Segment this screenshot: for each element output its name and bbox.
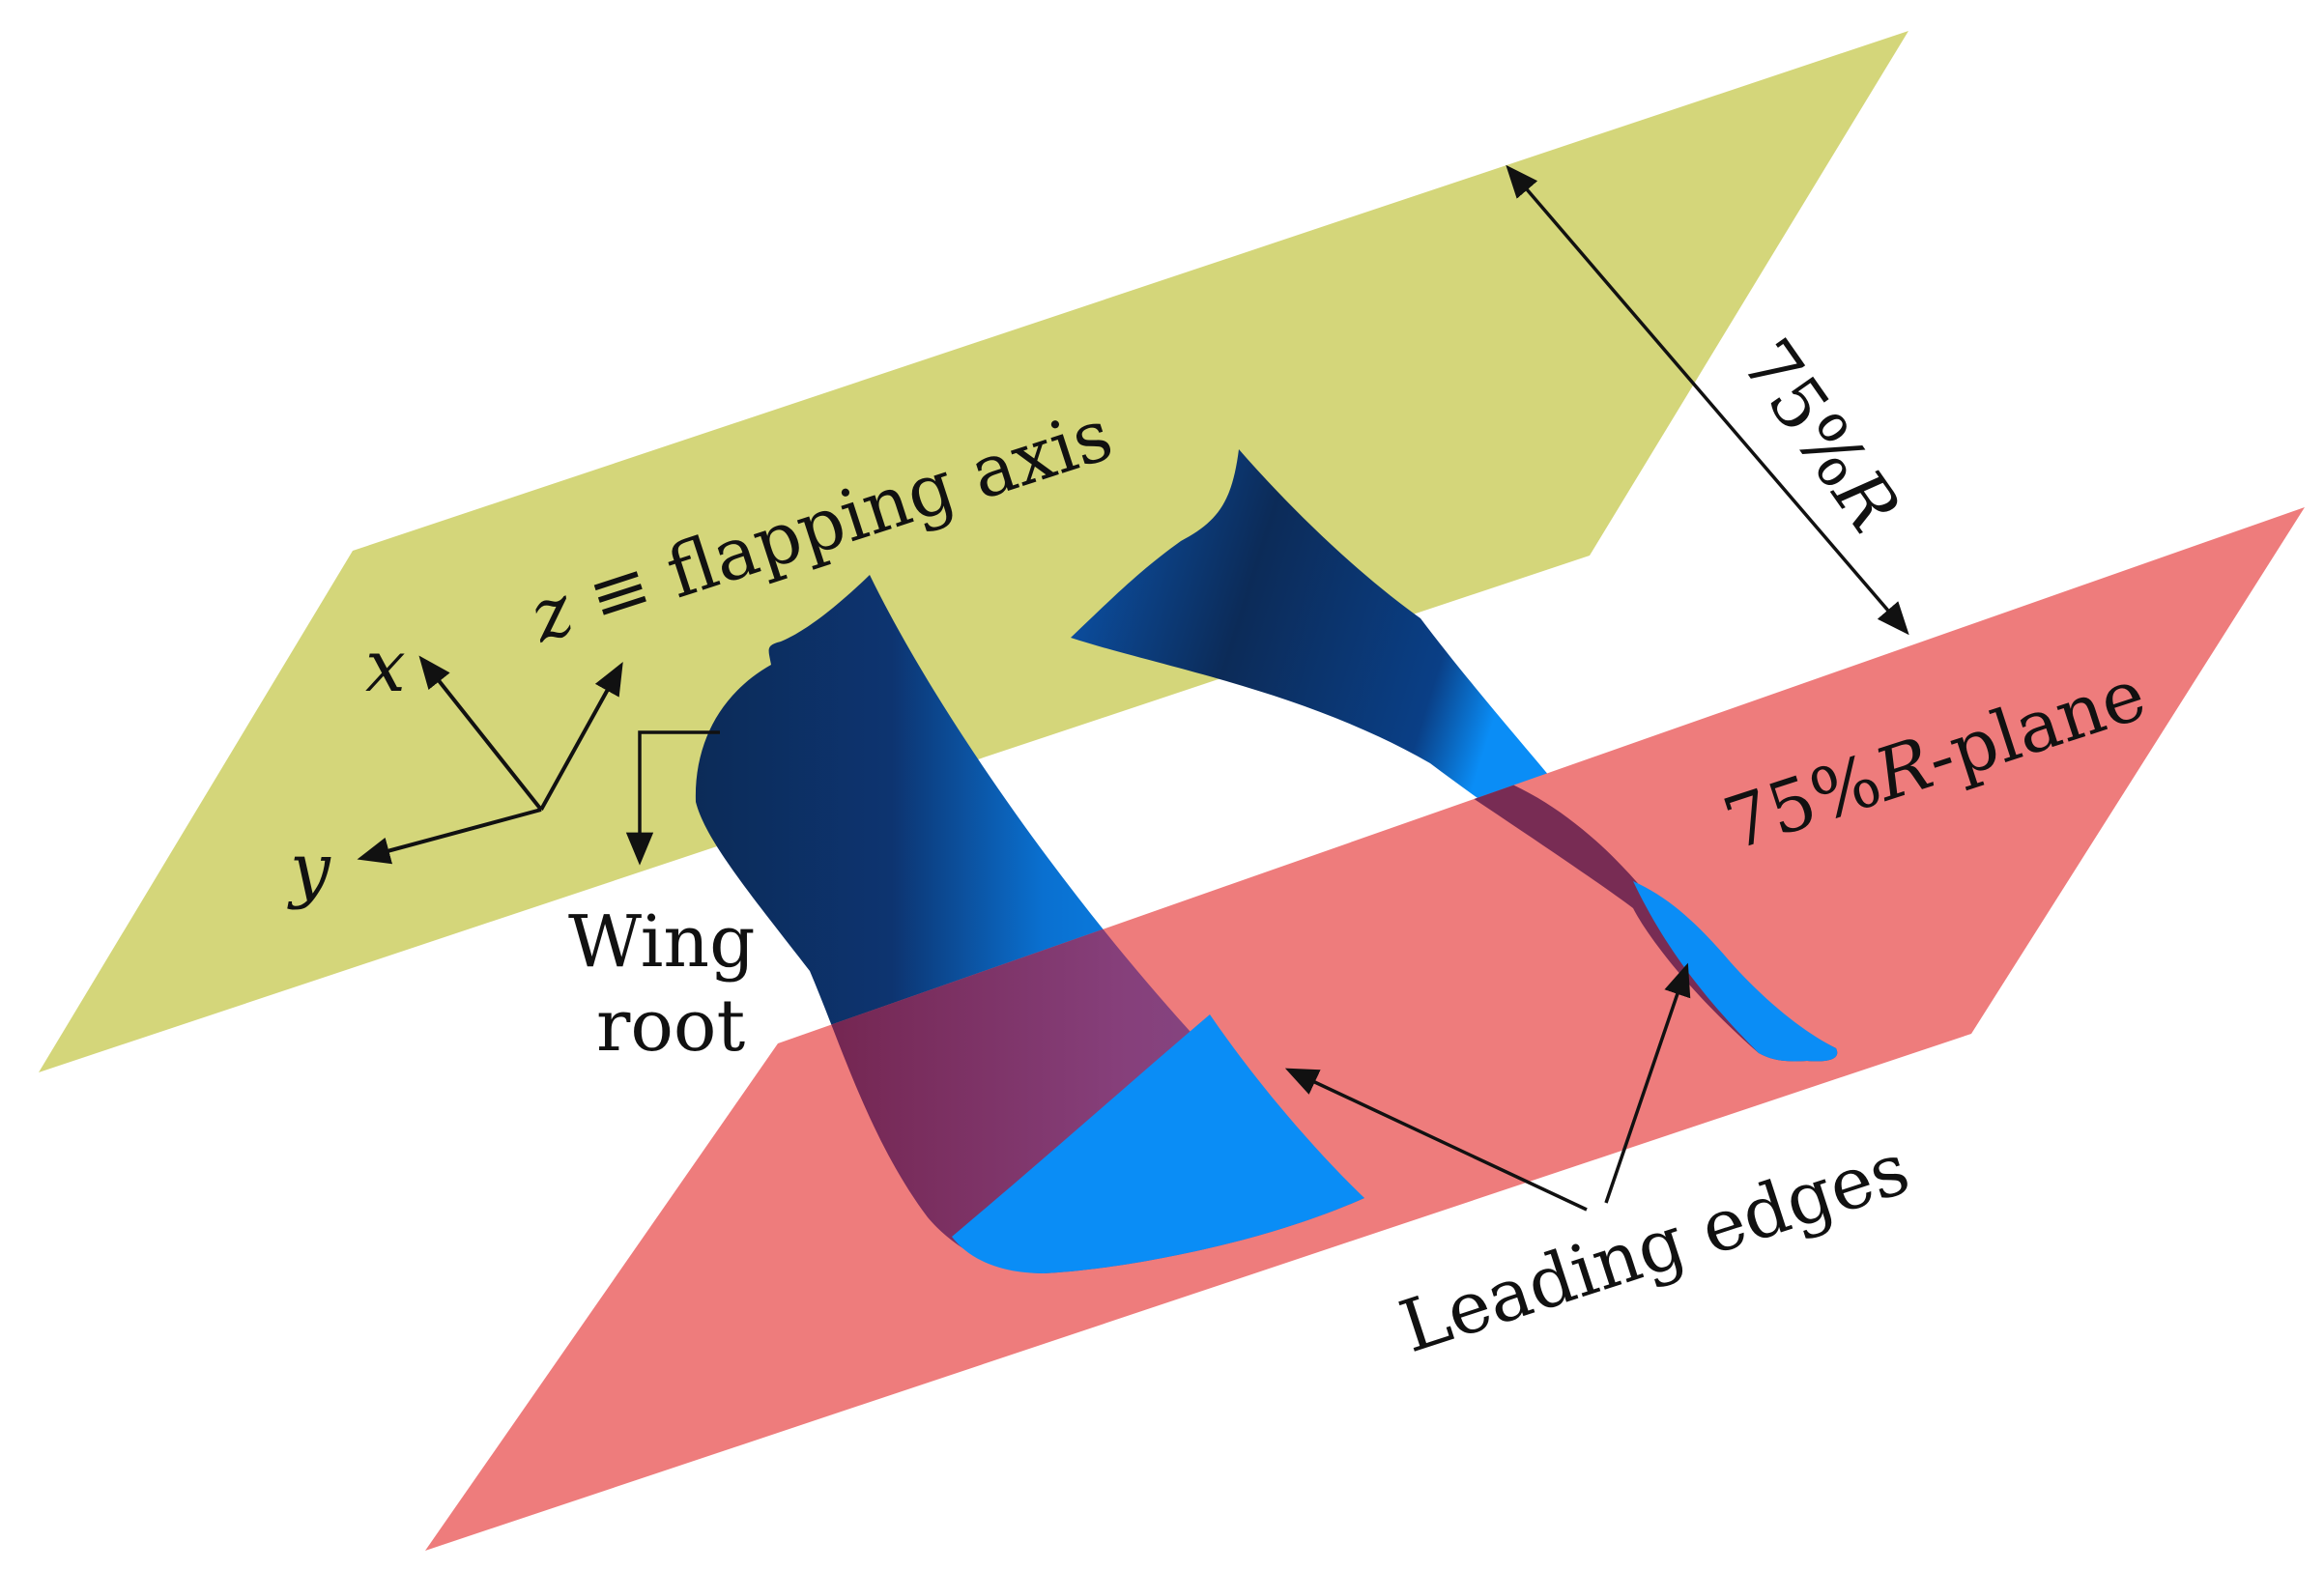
flapping-plane	[39, 31, 1908, 1072]
axis-x-label: x	[365, 625, 406, 708]
distance-arrow	[1506, 164, 1909, 636]
wing-root-pointer	[625, 730, 720, 866]
near-wing-lower	[952, 1014, 1364, 1273]
distance-label: 75%R	[1725, 325, 1915, 547]
wing-root-label-line2: root	[596, 985, 745, 1068]
axes-group	[357, 655, 623, 865]
axis-y-label: y	[287, 828, 331, 911]
axis-y-arrow	[357, 808, 542, 865]
r75-plane	[425, 507, 2305, 1551]
axis-x-arrow	[418, 655, 543, 812]
axis-z-arrow	[539, 662, 623, 811]
leading-edge-pointer-1	[1284, 1068, 1588, 1212]
far-wing-tip	[1633, 881, 1838, 1062]
wing-root-label-line1: Wing	[568, 900, 755, 984]
leading-edge-pointer-2	[1604, 962, 1691, 1204]
